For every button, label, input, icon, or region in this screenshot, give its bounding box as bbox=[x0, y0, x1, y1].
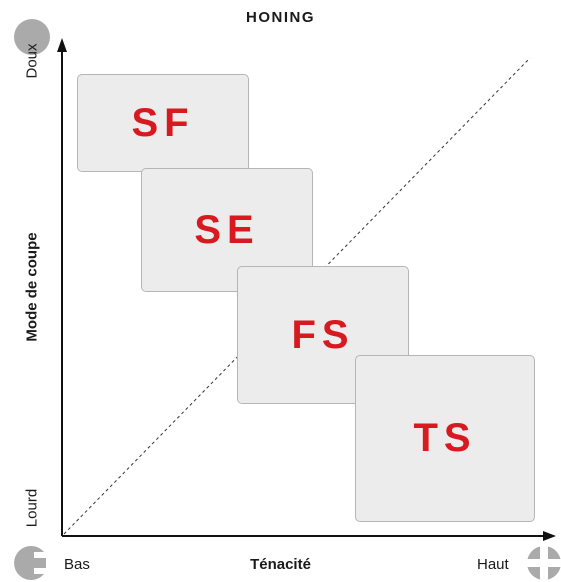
circle-icon bbox=[14, 19, 50, 55]
x-axis-left-label: Bas bbox=[64, 556, 90, 573]
x-axis-right-label: Haut bbox=[477, 556, 509, 573]
box-sf: SF bbox=[77, 74, 249, 172]
box-sf-label: SF bbox=[131, 100, 195, 145]
box-ts: TS bbox=[355, 355, 535, 522]
y-axis-title: Mode de coupe bbox=[23, 232, 41, 342]
half-circle-icon bbox=[14, 546, 46, 580]
x-axis-arrow bbox=[543, 531, 556, 541]
y-axis-top-label: Doux bbox=[23, 43, 41, 79]
cross-icon bbox=[525, 544, 561, 582]
box-ts-label: TS bbox=[413, 416, 477, 460]
box-fs-label: FS bbox=[291, 312, 355, 357]
y-axis-arrow bbox=[57, 38, 67, 52]
diagram-title: HONING bbox=[246, 9, 315, 26]
box-se-label: SE bbox=[194, 207, 260, 252]
y-axis-bottom-label: Lourd bbox=[23, 488, 41, 528]
x-axis-title: Ténacité bbox=[250, 556, 311, 573]
